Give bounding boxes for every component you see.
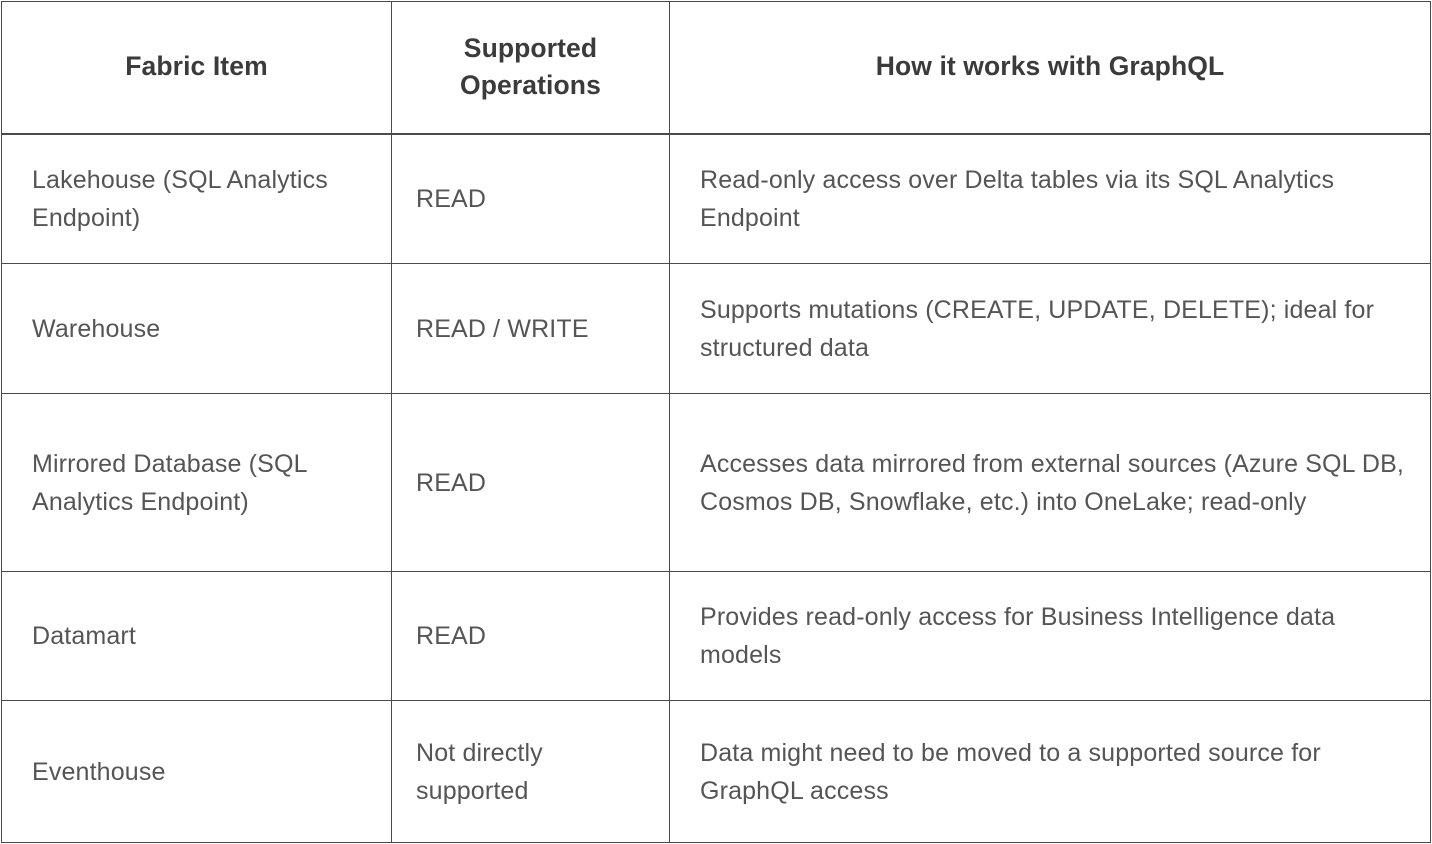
cell-fabric-item: Eventhouse — [1, 700, 392, 843]
cell-how-it-works: Accesses data mirrored from external sou… — [669, 393, 1431, 572]
cell-fabric-item: Warehouse — [1, 263, 392, 394]
table-row: Warehouse READ / WRITE Supports mutation… — [1, 263, 1431, 394]
cell-how-it-works: Read-only access over Delta tables via i… — [669, 133, 1431, 264]
cell-supported-operations: Not directly supported — [391, 700, 670, 843]
cell-supported-operations: READ — [391, 571, 670, 701]
column-header-supported-operations-line1: Supported — [463, 32, 598, 63]
cell-fabric-item: Datamart — [1, 571, 392, 701]
table-row: Eventhouse Not directly supported Data m… — [1, 700, 1431, 843]
table-header: Fabric Item Supported Operations How it … — [1, 1, 1431, 135]
column-header-fabric-item-label: Fabric Item — [125, 51, 268, 82]
cell-supported-operations: READ / WRITE — [391, 263, 670, 394]
table-header-row: Fabric Item Supported Operations How it … — [1, 1, 1431, 135]
table-body: Lakehouse (SQL Analytics Endpoint) READ … — [1, 133, 1431, 843]
table-row: Datamart READ Provides read-only access … — [1, 571, 1431, 701]
cell-how-it-works: Supports mutations (CREATE, UPDATE, DELE… — [669, 263, 1431, 394]
cell-how-it-works: Data might need to be moved to a support… — [669, 700, 1431, 843]
column-header-how-it-works-label: How it works with GraphQL — [875, 51, 1225, 82]
column-header-supported-operations-line2: Operations — [460, 70, 601, 101]
cell-fabric-item: Mirrored Database (SQL Analytics Endpoin… — [1, 393, 392, 572]
column-header-how-it-works: How it works with GraphQL — [669, 1, 1431, 135]
column-header-supported-operations: Supported Operations — [391, 1, 670, 135]
cell-supported-operations: READ — [391, 393, 670, 572]
column-header-fabric-item: Fabric Item — [1, 1, 392, 135]
cell-supported-operations: READ — [391, 133, 670, 264]
table-row: Mirrored Database (SQL Analytics Endpoin… — [1, 393, 1431, 572]
cell-fabric-item: Lakehouse (SQL Analytics Endpoint) — [1, 133, 392, 264]
cell-how-it-works: Provides read-only access for Business I… — [669, 571, 1431, 701]
table-row: Lakehouse (SQL Analytics Endpoint) READ … — [1, 133, 1431, 264]
